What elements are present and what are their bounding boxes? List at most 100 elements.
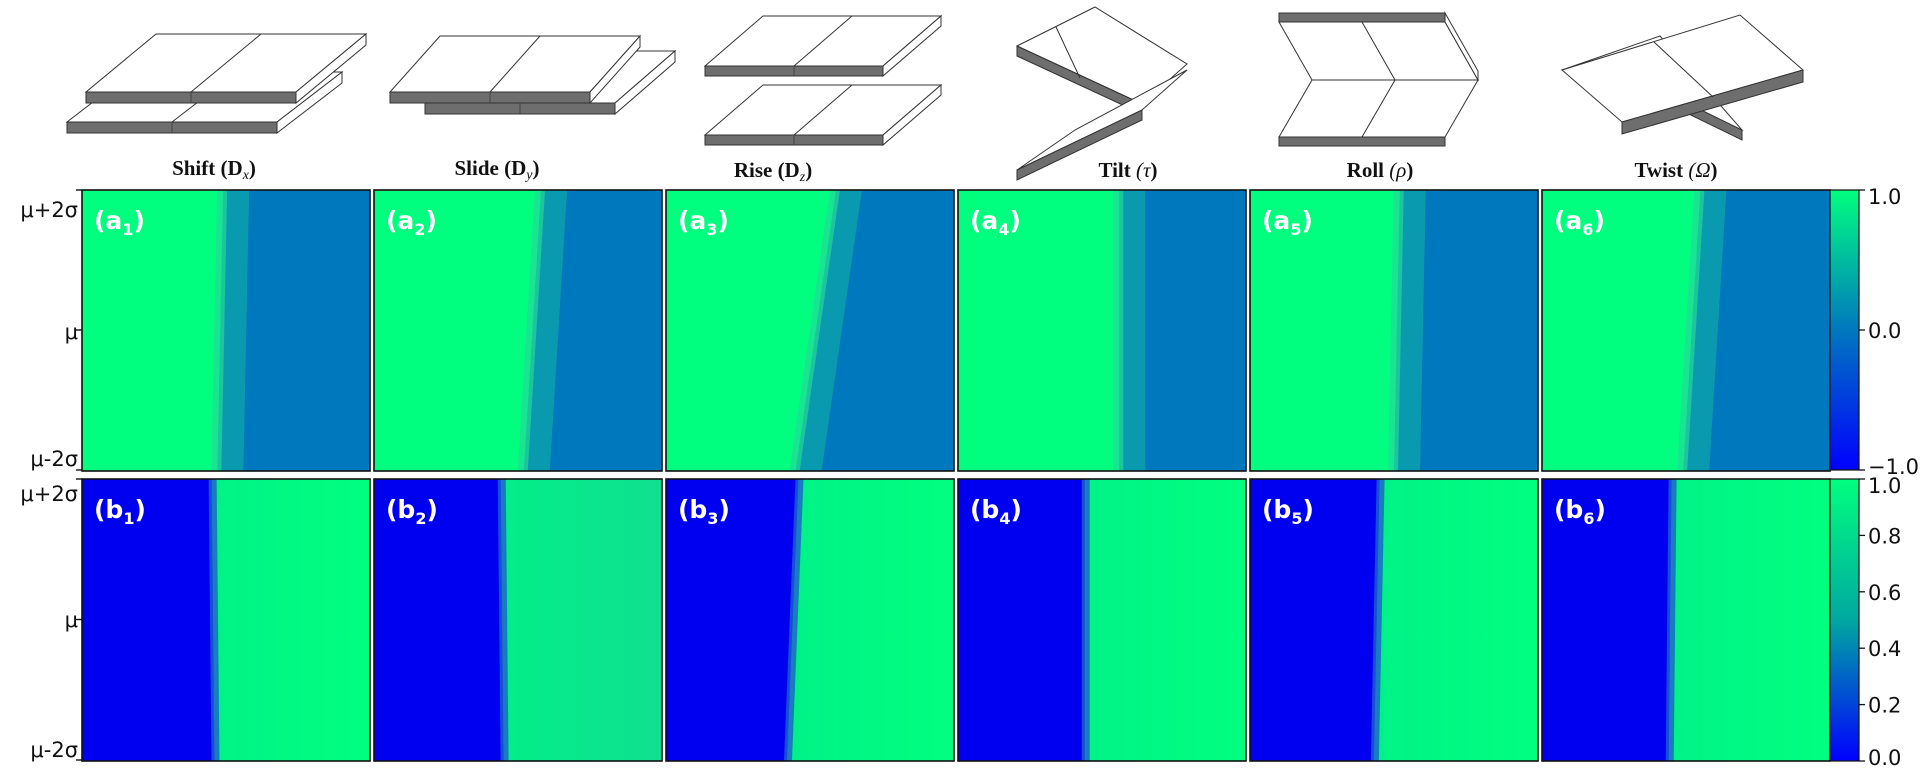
heatmap-panel-a2: (a2) bbox=[373, 189, 663, 472]
panel-frame bbox=[665, 478, 955, 762]
panel-label-a3: (a3) bbox=[678, 206, 729, 239]
panel-frame bbox=[1249, 478, 1539, 762]
slab-divider bbox=[793, 84, 853, 136]
slab-divider bbox=[1653, 41, 1714, 98]
colorbar-a: 1.0 0.0 −1.0 bbox=[1829, 185, 1919, 479]
cell-edge bbox=[517, 190, 546, 471]
schematic-slide bbox=[388, 34, 677, 116]
heatmap-grid: (a1) (a2) (a3) (a4) (a5) (a6) (b1) (b2) (b3) (b4)… bbox=[76, 189, 1831, 762]
panel-frame bbox=[957, 478, 1247, 762]
slab-front bbox=[1016, 109, 1143, 181]
schematic-rise bbox=[703, 14, 943, 147]
panel-frame bbox=[1249, 189, 1539, 472]
cell-edge bbox=[208, 479, 220, 761]
colorbar-tick-label: 0.2 bbox=[1868, 694, 1901, 718]
colorbar-tick-label: 0.0 bbox=[1868, 746, 1901, 768]
slab-front bbox=[1278, 12, 1446, 23]
panel-label-a5: (a5) bbox=[1262, 206, 1313, 239]
y-tick-a-bottom: μ-2σ bbox=[30, 447, 78, 471]
cell-region-high bbox=[374, 190, 542, 471]
heatmap-panel-b4: (b4) bbox=[957, 478, 1247, 762]
panel-label-b3: (b3) bbox=[678, 495, 730, 528]
label-shift: Shift (Dx) bbox=[172, 156, 256, 183]
heatmap-panel-b5: (b5) bbox=[1249, 478, 1539, 762]
label-twist: Twist (Ω) bbox=[1634, 158, 1717, 182]
heatmap-panel-a3: (a3) bbox=[665, 189, 955, 472]
colorbar-b: 1.00.80.60.40.20.0 bbox=[1829, 474, 1901, 768]
cell-region-low bbox=[1542, 479, 1672, 761]
cell-region-high bbox=[82, 190, 224, 471]
heatmap-panel-a6: (a6) bbox=[1541, 189, 1831, 472]
cell-edge bbox=[497, 479, 509, 761]
cell-edge bbox=[1113, 190, 1124, 471]
panel-label-a2: (a2) bbox=[386, 206, 437, 239]
cell-edge bbox=[789, 190, 840, 471]
slab-divider bbox=[190, 33, 262, 93]
colorbar-b-scale bbox=[1829, 478, 1860, 762]
schematic-shift bbox=[65, 32, 368, 135]
cell-region-high bbox=[1542, 190, 1701, 471]
cell-edge bbox=[1081, 479, 1090, 761]
heatmap-panel-a5: (a5) bbox=[1249, 189, 1539, 472]
label-tilt: Tilt (τ) bbox=[1098, 158, 1157, 182]
slab-side bbox=[1444, 11, 1479, 82]
panel-frame bbox=[957, 189, 1247, 472]
panel-frame bbox=[373, 189, 663, 472]
schematic-roll bbox=[1278, 11, 1479, 147]
y-tick-b-bottom: μ-2σ bbox=[30, 738, 78, 762]
cell-edge bbox=[211, 190, 228, 471]
colorbar-tick-label: 0.0 bbox=[1868, 319, 1901, 343]
cell-edge bbox=[1370, 479, 1385, 761]
colorbar-tick-label: −1.0 bbox=[1868, 455, 1919, 479]
y-tick-a-mid: μ bbox=[65, 320, 78, 344]
heatmap-panel-b2: (b2) bbox=[373, 478, 663, 762]
cell-edge bbox=[1665, 479, 1677, 761]
cell-edge bbox=[783, 479, 804, 761]
cell-region-high bbox=[666, 190, 836, 471]
schematic-labels: Shift (Dx) Slide (Dy) Rise (Dz) Tilt (τ)… bbox=[172, 156, 1717, 185]
heatmap-panel-b6: (b6) bbox=[1541, 478, 1831, 762]
cell-edge bbox=[1677, 190, 1705, 471]
slab-front bbox=[1621, 69, 1804, 135]
panel-label-b4: (b4) bbox=[970, 495, 1022, 528]
cell-region-low bbox=[958, 479, 1085, 761]
y-tick-b-mid: μ bbox=[65, 608, 78, 632]
cell-region-low bbox=[374, 479, 504, 761]
slab-divider bbox=[1055, 26, 1081, 79]
label-rise: Rise (Dz) bbox=[734, 158, 812, 185]
y-tick-a-top: μ+2σ bbox=[20, 198, 78, 222]
schematic-tilt bbox=[1015, 6, 1188, 181]
colorbar-tick-label: 0.6 bbox=[1868, 581, 1901, 605]
panel-label-b1: (b1) bbox=[94, 495, 146, 528]
panel-label-a6: (a6) bbox=[1554, 206, 1605, 239]
slab-divider bbox=[793, 15, 853, 67]
cell-region-low bbox=[666, 479, 799, 761]
heatmap-panel-a4: (a4) bbox=[957, 189, 1247, 472]
panel-label-b2: (b2) bbox=[386, 495, 438, 528]
colorbar-tick-label: 0.4 bbox=[1868, 637, 1901, 661]
heatmap-panel-b1: (b1) bbox=[76, 478, 371, 762]
colorbar-tick-label: 1.0 bbox=[1868, 185, 1901, 209]
cell-edge bbox=[1388, 190, 1404, 471]
slab-divider bbox=[489, 35, 541, 93]
colorbar-a-scale bbox=[1829, 189, 1860, 471]
slab-divider bbox=[1361, 21, 1396, 138]
panel-label-a4: (a4) bbox=[970, 206, 1021, 239]
schematic-twist bbox=[1560, 14, 1805, 141]
slab-front bbox=[1278, 136, 1446, 147]
panel-frame bbox=[665, 189, 955, 472]
panel-label-a1: (a1) bbox=[94, 206, 145, 239]
step-parameter-schematics bbox=[65, 6, 1805, 181]
label-slide: Slide (Dy) bbox=[455, 156, 540, 183]
panel-frame bbox=[373, 478, 663, 762]
heatmap-panel-b3: (b3) bbox=[665, 478, 955, 762]
label-roll: Roll (ρ) bbox=[1347, 158, 1414, 182]
cell-region-high bbox=[1250, 190, 1400, 471]
y-axes: μ+2σ μ μ-2σ μ+2σ μ μ-2σ bbox=[20, 198, 78, 762]
panel-label-b5: (b5) bbox=[1262, 495, 1314, 528]
panel-label-b6: (b6) bbox=[1554, 495, 1606, 528]
colorbar-tick-label: 0.8 bbox=[1868, 524, 1901, 548]
y-tick-b-top: μ+2σ bbox=[20, 482, 78, 506]
heatmap-panel-a1: (a1) bbox=[76, 189, 371, 472]
